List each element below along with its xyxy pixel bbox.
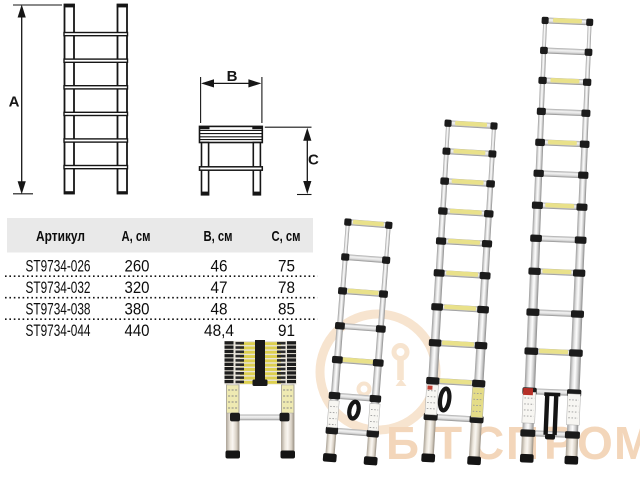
svg-text:В: В	[227, 68, 238, 85]
svg-text:ST9734-038: ST9734-038	[26, 300, 91, 318]
svg-text:91: 91	[278, 322, 295, 340]
svg-text:380: 380	[125, 300, 150, 318]
svg-text:47: 47	[211, 279, 228, 297]
svg-text:440: 440	[125, 322, 150, 340]
svg-text:78: 78	[278, 279, 295, 297]
svg-text:ST9734-032: ST9734-032	[26, 279, 91, 297]
svg-text:46: 46	[211, 257, 228, 275]
svg-text:320: 320	[125, 279, 150, 297]
svg-text:С: С	[308, 152, 319, 169]
svg-text:85: 85	[278, 300, 295, 318]
svg-text:260: 260	[125, 257, 150, 275]
svg-text:ST9734-026: ST9734-026	[26, 257, 91, 275]
svg-text:А, см: А, см	[122, 228, 151, 245]
svg-text:48,4: 48,4	[204, 322, 234, 340]
svg-text:В, см: В, см	[204, 228, 233, 245]
svg-text:Артикул: Артикул	[36, 228, 85, 245]
svg-text:С, см: С, см	[272, 228, 301, 245]
svg-text:ST9734-044: ST9734-044	[26, 322, 91, 340]
svg-text:А: А	[9, 94, 20, 111]
svg-text:75: 75	[278, 257, 295, 275]
svg-text:48: 48	[211, 300, 228, 318]
